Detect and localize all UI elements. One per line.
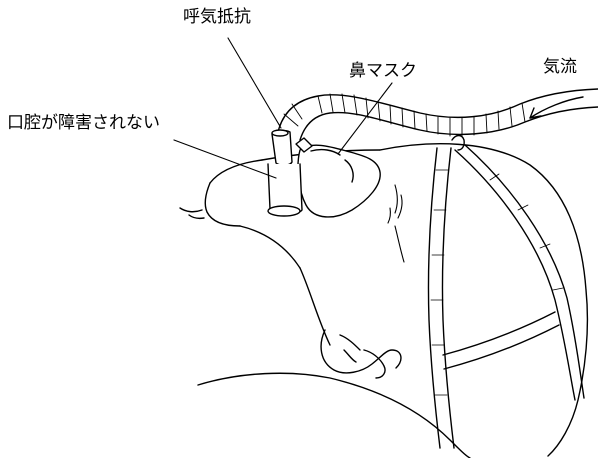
ear xyxy=(320,329,402,379)
airflow-label: 気流 xyxy=(543,57,577,77)
exhalation-port xyxy=(267,129,303,217)
air-hose xyxy=(277,88,598,141)
expiratory-resistance-label: 呼気抵抗 xyxy=(183,7,251,27)
oral-cavity-unobstructed-label: 口腔が障害されない xyxy=(7,113,160,133)
headgear-straps xyxy=(427,134,585,449)
nasal-mask-label: 鼻マスク xyxy=(349,61,417,81)
leader-lines xyxy=(173,37,393,179)
head-outline xyxy=(179,143,589,458)
eye-wrinkles xyxy=(387,184,405,263)
airflow-arrow xyxy=(529,96,584,119)
nasal-mask xyxy=(295,137,381,218)
